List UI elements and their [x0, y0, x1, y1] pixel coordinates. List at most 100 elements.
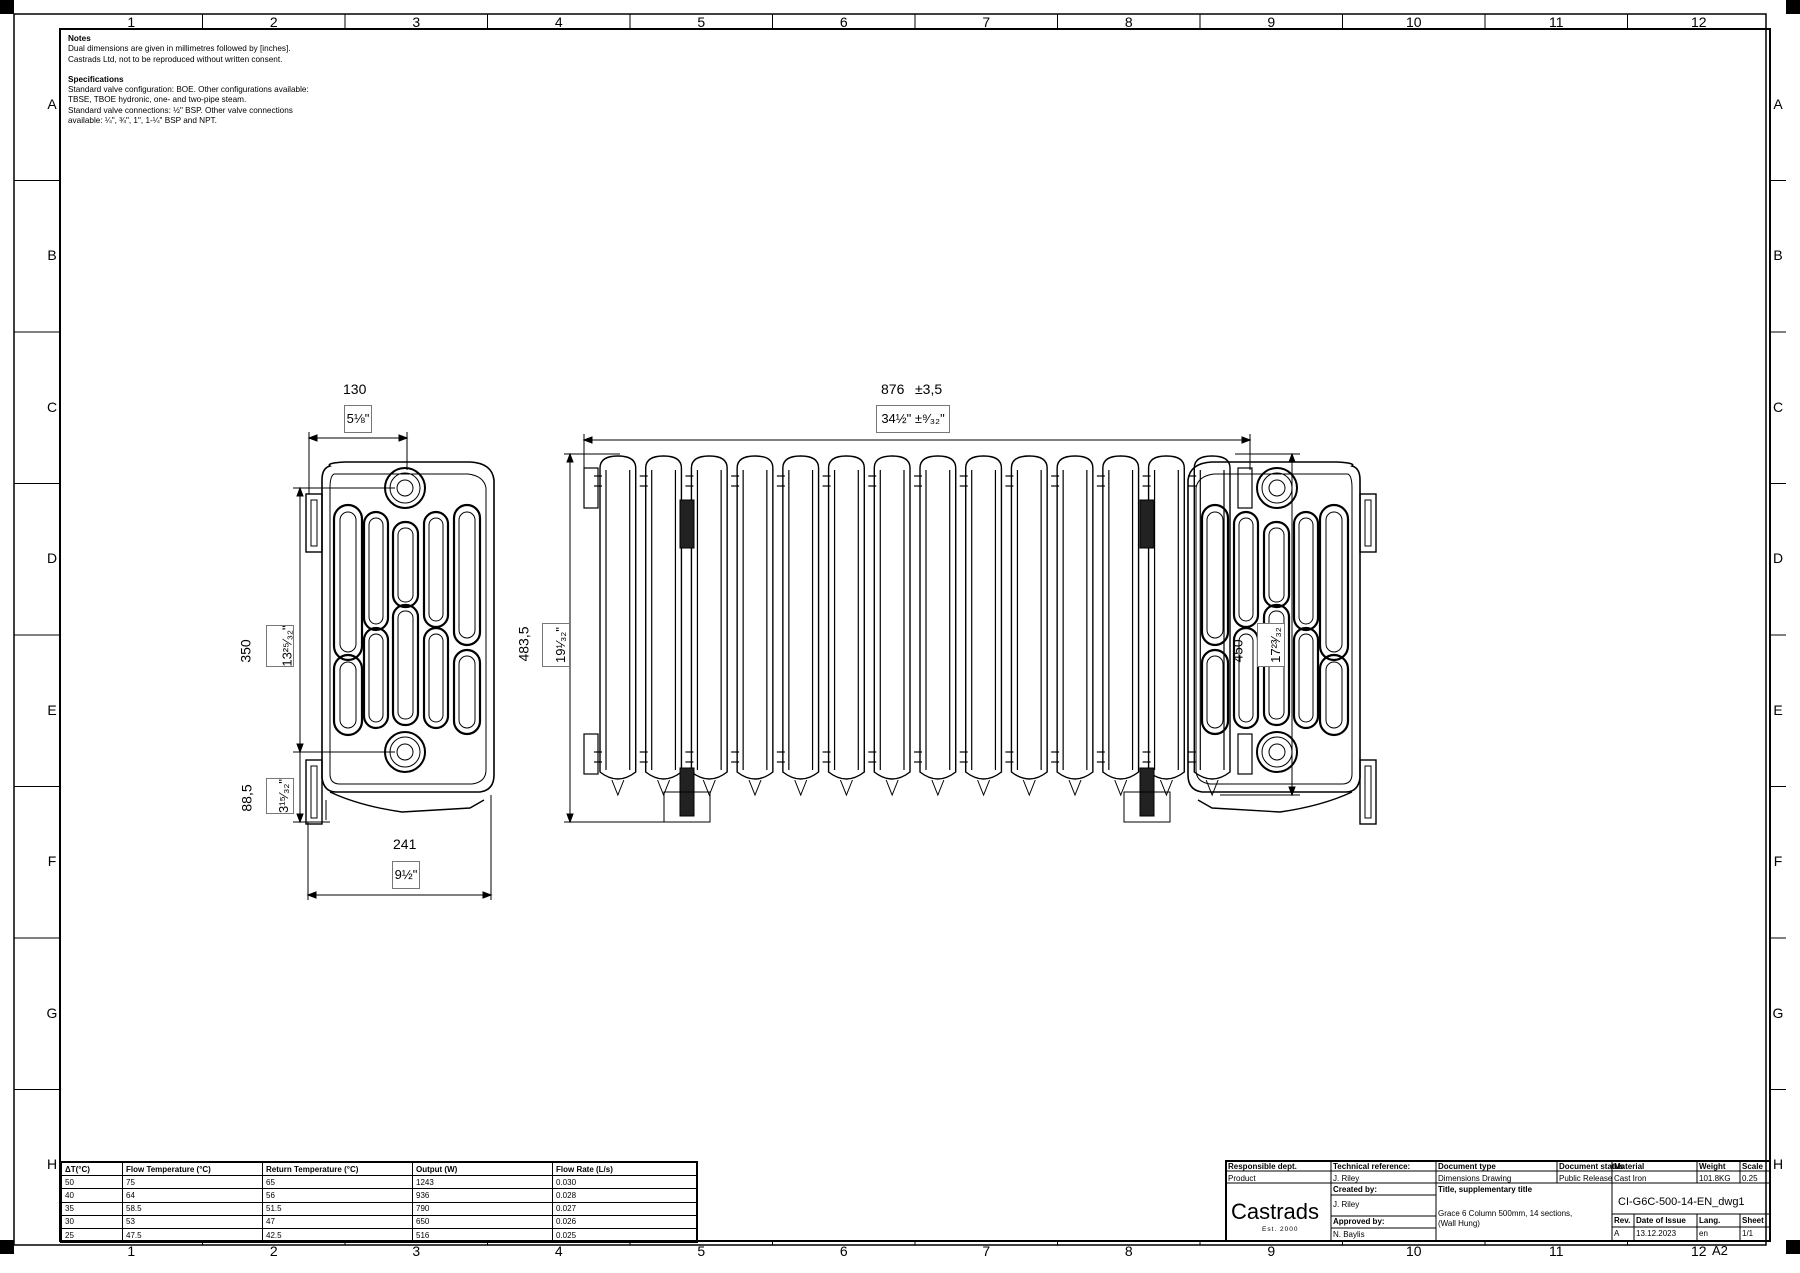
sheet-size: A2 — [1712, 1243, 1728, 1258]
front-wall-bracket-top — [679, 499, 695, 549]
cell: 50 — [60, 1175, 123, 1190]
tb-title-line1: Grace 6 Column 500mm, 14 sections, — [1438, 1209, 1573, 1218]
tb-title-line2: (Wall Hung) — [1438, 1219, 1480, 1228]
front-section — [690, 455, 728, 780]
front-section-foot — [1068, 779, 1082, 797]
cell: 56 — [262, 1188, 413, 1203]
cell: 0.028 — [552, 1188, 698, 1203]
front-end-cap — [1237, 467, 1253, 509]
table-row: 35 58.5 51.5 790 0.027 — [60, 1201, 698, 1216]
zone-column-label: 5 — [697, 1243, 706, 1259]
zone-column-label: 12 — [1690, 1243, 1707, 1259]
zone-column-label: 6 — [839, 14, 848, 30]
zone-column-label: 2 — [269, 14, 278, 30]
cell: 0.027 — [552, 1201, 698, 1216]
notes-line: Castrads Ltd, not to be reproduced witho… — [68, 54, 283, 64]
zone-row-label: F — [1773, 853, 1783, 870]
notes-line: Dual dimensions are given in millimetres… — [68, 44, 291, 54]
title-block-lines — [1225, 1160, 1771, 1242]
col-output: Output (W) — [412, 1161, 553, 1177]
front-section — [1102, 455, 1140, 780]
front-section — [1147, 455, 1185, 780]
front-section-foot — [1114, 779, 1128, 797]
cell: 936 — [412, 1188, 553, 1203]
zone-row-label: E — [1773, 701, 1783, 718]
table-row: 25 47.5 42.5 516 0.025 — [60, 1227, 698, 1244]
cell: 47 — [262, 1214, 413, 1229]
tb-weight: 101.8KG — [1699, 1174, 1731, 1183]
cell: 790 — [412, 1201, 553, 1216]
tb-rev: A — [1614, 1229, 1620, 1238]
zone-column-label: 9 — [1267, 14, 1276, 30]
front-section — [1193, 455, 1231, 780]
tb-lang: en — [1699, 1229, 1708, 1238]
front-end-cap — [583, 733, 599, 775]
cell: 42.5 — [262, 1227, 413, 1244]
cell: 516 — [412, 1227, 553, 1244]
front-wall-bracket-top — [1139, 499, 1155, 549]
zone-row-label: D — [1772, 550, 1784, 567]
zone-column-label: 10 — [1405, 14, 1422, 30]
tb-document-status-label: Document status — [1559, 1162, 1624, 1171]
cell: 47.5 — [122, 1227, 263, 1244]
tb-rev-label: Rev. — [1614, 1216, 1631, 1225]
zone-row-label: B — [47, 247, 57, 264]
front-section-foot — [931, 779, 945, 797]
cell: 53 — [122, 1214, 263, 1229]
front-end-cap — [1237, 733, 1253, 775]
table-row: 50 75 65 1243 0.030 — [60, 1175, 698, 1190]
front-section-foot — [1159, 779, 1173, 797]
tb-document-type: Dimensions Drawing — [1438, 1174, 1512, 1183]
outer-frame — [13, 13, 1767, 1246]
front-end-cap — [583, 467, 599, 509]
tb-responsible-dept-label: Responsible dept. — [1228, 1162, 1297, 1171]
front-section-foot — [794, 779, 808, 797]
zone-row-label: E — [47, 701, 57, 718]
dim-pipe-centers-in-text: 13²⁵⁄₃₂" — [279, 625, 295, 667]
tb-scale: 0.25 — [1742, 1174, 1758, 1183]
zone-row-label: G — [1772, 1004, 1784, 1021]
notes-block: Notes Dual dimensions are given in milli… — [68, 34, 388, 126]
zone-row-label: B — [1773, 247, 1783, 264]
zone-row-label: F — [47, 853, 57, 870]
spec-line: available: ¼", ¾", 1", 1-¼" BSP and NPT. — [68, 116, 217, 126]
corner-mark-bl — [0, 1240, 14, 1254]
zone-column-label: 11 — [1548, 1243, 1564, 1259]
tb-created-by: J. Riley — [1333, 1200, 1360, 1209]
zone-row-label: H — [1772, 1156, 1784, 1173]
tb-document-number: CI-G6C-500-14-EN_dwg1 — [1618, 1196, 1745, 1208]
zone-column-label: 8 — [1124, 1243, 1133, 1259]
col-flow-temp: Flow Temperature (°C) — [122, 1161, 263, 1177]
dim-section-height-in: 17²³⁄₃₂ — [1257, 623, 1285, 667]
tb-approved-by-label: Approved by: — [1333, 1217, 1385, 1226]
zone-column-label: 12 — [1690, 14, 1707, 30]
corner-mark-tl — [0, 0, 14, 14]
dimension-lines — [293, 432, 1300, 900]
tb-technical-reference-label: Technical reference: — [1333, 1162, 1411, 1171]
front-section-foot — [611, 779, 625, 797]
tb-scale-label: Scale — [1742, 1162, 1763, 1171]
zone-column-label: 8 — [1124, 14, 1133, 30]
dim-pipe-centers-in: 13²⁵⁄₃₂" — [266, 625, 295, 667]
cell: 0.025 — [552, 1227, 698, 1244]
corner-mark-tr — [1786, 0, 1800, 14]
tb-material-label: Material — [1614, 1162, 1645, 1171]
front-section — [736, 455, 774, 780]
dim-overall-height-mm: 483,5 — [515, 626, 532, 662]
castrads-logo: Castrads — [1231, 1199, 1320, 1224]
zone-column-label: 3 — [412, 14, 421, 30]
spec-line: Standard valve configuration: BOE. Other… — [68, 85, 309, 95]
tb-weight-label: Weight — [1699, 1162, 1726, 1171]
zone-row-label: A — [47, 95, 57, 112]
side-view-left — [305, 461, 495, 825]
front-section — [1010, 455, 1048, 780]
dim-side-depth-mm: 130 — [343, 381, 367, 397]
zone-column-label: 1 — [127, 14, 136, 30]
zone-column-label: 10 — [1405, 1243, 1422, 1259]
tb-responsible-dept: Product — [1228, 1174, 1256, 1183]
front-section-foot — [702, 779, 716, 797]
cell: 65 — [262, 1175, 413, 1190]
zone-column-label: 4 — [554, 14, 563, 30]
tb-approved-by: N. Baylis — [1333, 1230, 1365, 1239]
tb-sheet: 1/1 — [1742, 1229, 1754, 1238]
